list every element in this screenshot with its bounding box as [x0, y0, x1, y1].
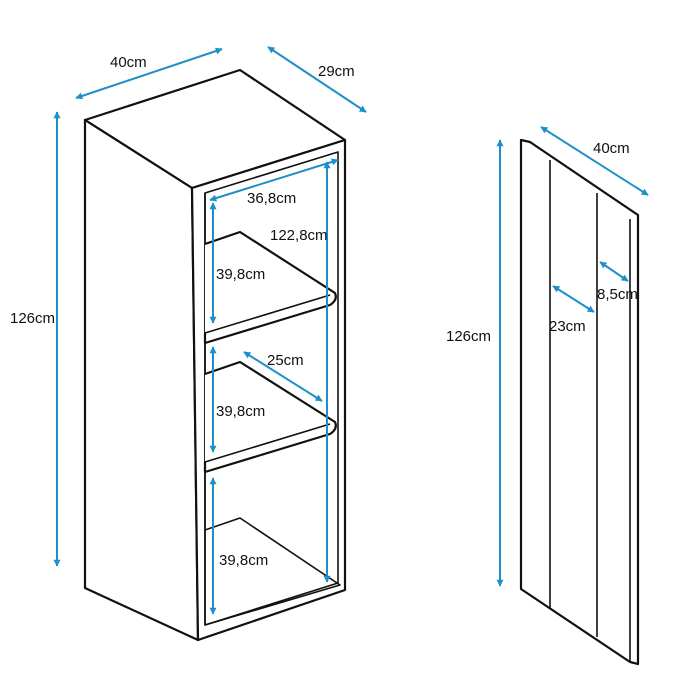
- dim-panel-width: [540, 126, 649, 196]
- label-groove-offset: 23cm: [549, 318, 586, 335]
- label-cabinet-height: 126cm: [10, 310, 55, 327]
- label-groove-spacing: 8,5cm: [597, 286, 638, 303]
- dim-groove-spacing: [599, 261, 629, 282]
- label-compartment-top: 39,8cm: [216, 266, 265, 283]
- label-cabinet-depth: 29cm: [318, 63, 355, 80]
- dim-shelf-depth: [243, 351, 323, 402]
- cabinet-drawing: 40cm 29cm 126cm 36,8cm 122,8cm 39,8cm 25…: [10, 46, 367, 642]
- cabinet-floor: [204, 517, 341, 626]
- label-compartment-bottom: 39,8cm: [219, 552, 268, 569]
- label-panel-height: 126cm: [446, 328, 491, 345]
- dim-cabinet-width: [75, 47, 223, 100]
- label-shelf-depth: 25cm: [267, 352, 304, 369]
- cabinet-side-face: [83, 118, 200, 642]
- label-panel-width: 40cm: [593, 140, 630, 157]
- label-inner-height: 122,8cm: [270, 227, 328, 244]
- dim-groove-offset: [552, 285, 595, 313]
- dim-inner-width: [209, 158, 339, 202]
- label-cabinet-width: 40cm: [110, 54, 147, 71]
- label-compartment-middle: 39,8cm: [216, 403, 265, 420]
- label-inner-width: 36,8cm: [247, 190, 296, 207]
- dim-cabinet-depth: [267, 46, 367, 113]
- door-panel-drawing: 40cm 126cm 23cm 8,5cm: [446, 126, 649, 666]
- door-panel-face: [519, 138, 640, 666]
